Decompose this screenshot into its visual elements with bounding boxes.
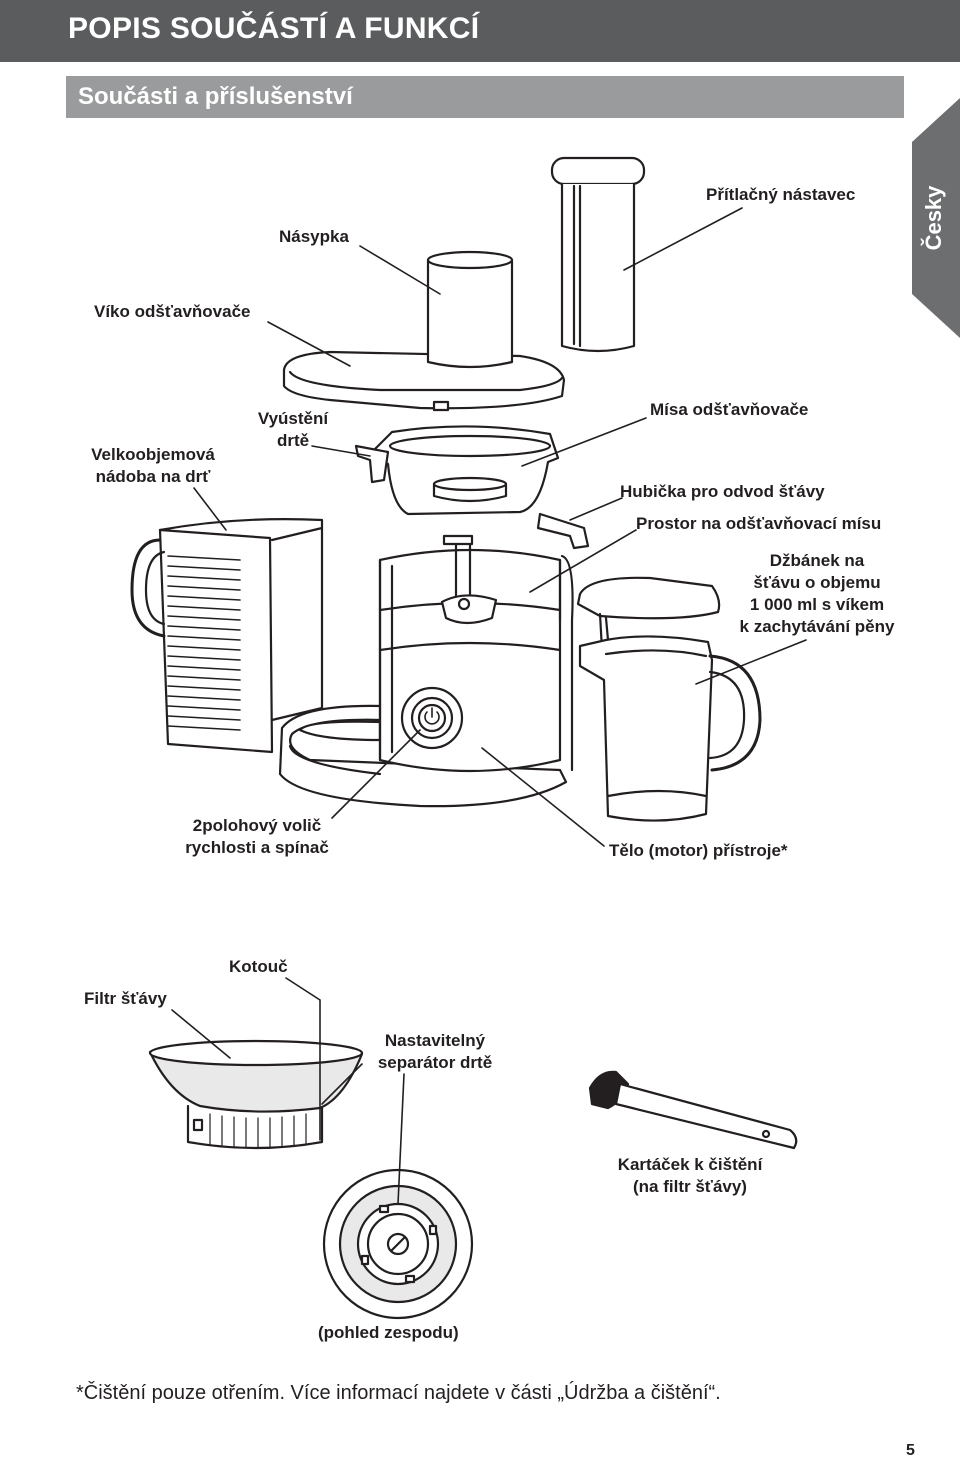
food-pusher-drawing bbox=[550, 156, 646, 353]
label-pulp-outlet-line1: Vyústění bbox=[257, 409, 329, 428]
leader-lines bbox=[171, 207, 807, 1205]
label-juice-spout: Hubička pro odvod šťávy bbox=[620, 482, 825, 501]
label-juice-jug-line1: Džbánek na bbox=[769, 551, 865, 570]
juice-jug-drawing bbox=[576, 576, 762, 822]
section-heading: Součásti a příslušenství bbox=[78, 83, 353, 110]
juicer-lid-drawing bbox=[282, 250, 566, 412]
label-motor-base: Tělo (motor) přístroje* bbox=[609, 841, 788, 860]
label-pulp-container-line1: Velkoobjemová bbox=[91, 445, 215, 464]
label-pulp-separator-line1: Nastavitelný bbox=[384, 1031, 486, 1050]
label-juice-jug-line3: 1 000 ml s víkem bbox=[749, 595, 885, 614]
label-pulp-container-line2: nádoba na drť bbox=[95, 467, 211, 486]
label-juicer-bowl: Mísa odšťavňovače bbox=[650, 400, 809, 419]
label-food-pusher: Přítlačný nástavec bbox=[706, 185, 856, 204]
label-cleaning-brush-line1: Kartáček k čištění bbox=[617, 1155, 763, 1174]
label-cleaning-brush: Kartáček k čištění (na filtr šťávy) bbox=[604, 1154, 776, 1198]
motor-base-drawing bbox=[278, 534, 574, 808]
label-cleaning-brush-line2: (na filtr šťávy) bbox=[633, 1177, 747, 1196]
page-title: POPIS SOUČÁSTÍ A FUNKCÍ bbox=[68, 12, 480, 45]
label-bottom-view: (pohled zespodu) bbox=[318, 1323, 459, 1342]
label-speed-switch-line2: rychlosti a spínač bbox=[185, 838, 329, 857]
label-pulp-separator: Nastavitelný separátor drtě bbox=[362, 1030, 508, 1074]
label-bowl-area: Prostor na odšťavňovací mísu bbox=[636, 514, 882, 533]
label-pulp-separator-line2: separátor drtě bbox=[377, 1053, 493, 1072]
footnote: *Čištění pouze otřením. Více informací n… bbox=[76, 1382, 721, 1404]
label-juice-filter: Filtr šťávy bbox=[84, 989, 167, 1008]
section-heading-bar: Součásti a příslušenství bbox=[66, 76, 904, 118]
label-pulp-outlet-line2: drtě bbox=[276, 431, 310, 450]
juice-filter-drawing bbox=[148, 1039, 364, 1150]
cleaning-brush-drawing bbox=[588, 1070, 798, 1150]
page-number: 5 bbox=[906, 1442, 915, 1459]
label-pulp-outlet: Vyústění drtě bbox=[248, 408, 338, 452]
label-speed-switch: 2polohový volič rychlosti a spínač bbox=[172, 815, 342, 859]
label-feed-tube: Násypka bbox=[279, 227, 349, 246]
pulp-separator-drawing bbox=[322, 1168, 474, 1320]
label-juice-jug: Džbánek na šťávu o objemu 1 000 ml s vík… bbox=[724, 550, 910, 638]
label-juicer-lid: Víko odšťavňovače bbox=[94, 302, 251, 321]
page-title-bar: POPIS SOUČÁSTÍ A FUNKCÍ bbox=[0, 0, 960, 62]
label-juice-jug-line4: k zachytávání pěny bbox=[739, 617, 895, 636]
language-tab: Česky bbox=[908, 98, 960, 338]
label-disc: Kotouč bbox=[229, 957, 288, 976]
label-speed-switch-line1: 2polohový volič bbox=[192, 816, 322, 835]
label-pulp-container: Velkoobjemová nádoba na drť bbox=[82, 444, 224, 488]
pulp-container-drawing bbox=[130, 518, 324, 754]
label-juice-jug-line2: šťávu o objemu bbox=[753, 573, 881, 592]
juicer-bowl-drawing bbox=[354, 425, 590, 550]
